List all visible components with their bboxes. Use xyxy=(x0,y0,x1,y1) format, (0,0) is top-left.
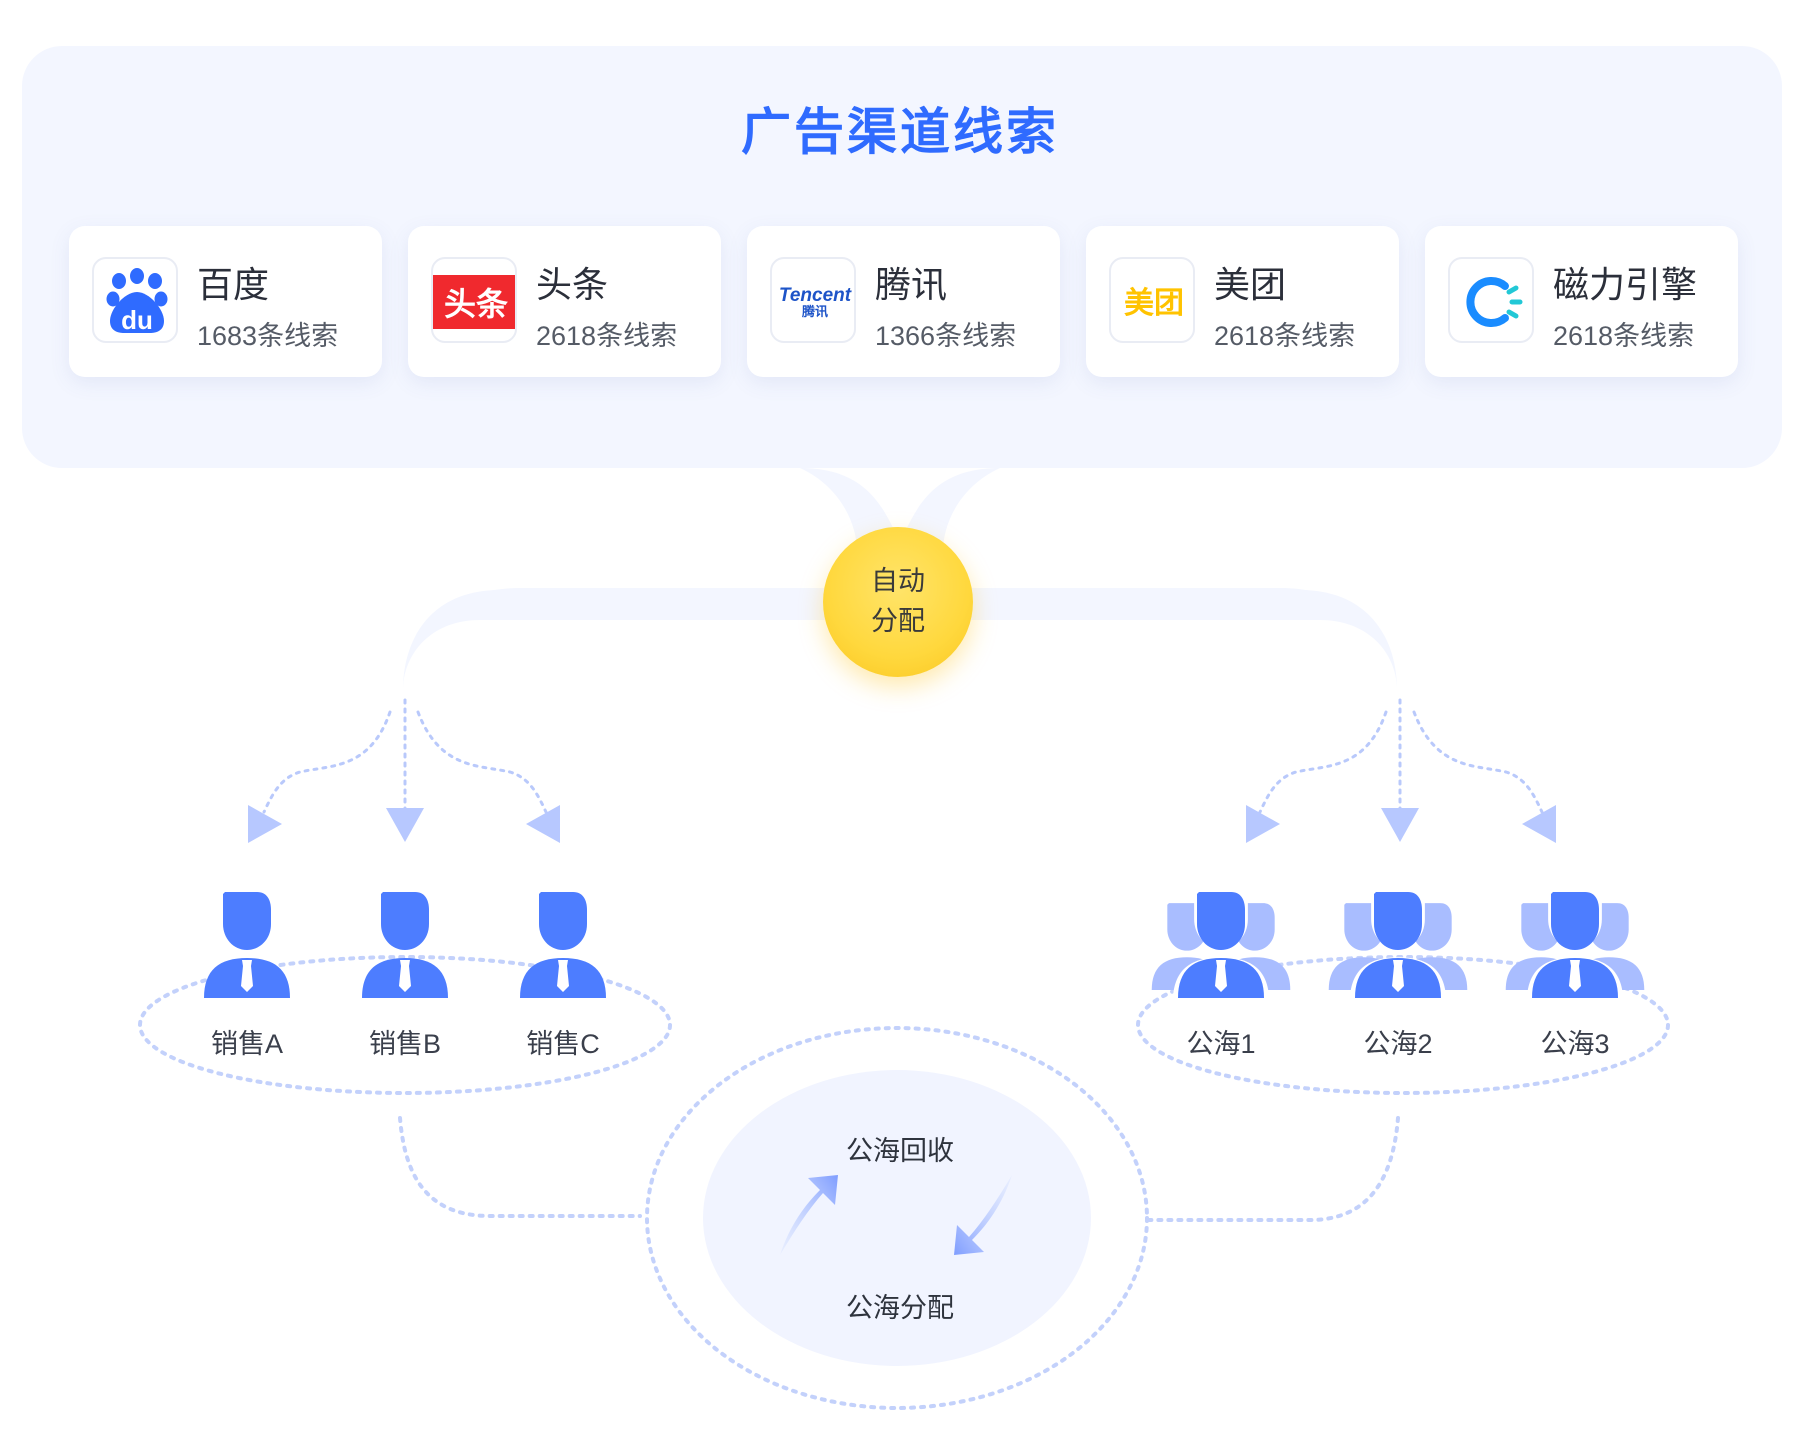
right-distribution-lines xyxy=(1258,698,1544,817)
user-group-icon xyxy=(1151,883,1291,1002)
recycle-arrow-up-icon xyxy=(780,1175,838,1255)
funnel-band-right xyxy=(905,468,1397,690)
arrowhead-pool-1 xyxy=(1246,805,1280,843)
channel-card-magnetic-engine[interactable]: 磁力引擎 2618条线索 xyxy=(1425,226,1738,377)
arrowhead-sales-a xyxy=(248,805,282,843)
channel-name: 头条 xyxy=(536,264,609,305)
arrowhead-pool-3 xyxy=(1522,805,1556,843)
arrowhead-sales-c xyxy=(526,805,560,843)
channel-card-tencent[interactable]: Tencent 腾讯 腾讯 1366条线索 xyxy=(747,226,1060,377)
hub-label-line1: 自动 xyxy=(871,566,925,596)
distribution-band xyxy=(403,588,1397,690)
channel-lead-count: 2618条线索 xyxy=(1214,321,1356,351)
funnel-band xyxy=(403,468,895,690)
meituan-logo-icon: 美团 xyxy=(1109,257,1195,343)
page-title: 广告渠道线索 xyxy=(741,104,1059,160)
svg-text:美团: 美团 xyxy=(1124,286,1184,321)
left-distribution-lines xyxy=(262,698,548,817)
sales-group-ellipse xyxy=(138,955,672,1095)
hub-label-line2: 分配 xyxy=(871,606,925,636)
toutiao-logo-icon: 头条 xyxy=(431,257,517,343)
sales-label-a: 销售A xyxy=(210,1029,283,1059)
channel-card-toutiao[interactable]: 头条 头条 2618条线索 xyxy=(408,226,721,377)
sales-label-c: 销售C xyxy=(526,1029,600,1059)
channel-name: 百度 xyxy=(197,264,270,305)
cycle-inner xyxy=(703,1070,1091,1366)
channel-name: 美团 xyxy=(1214,264,1287,305)
channel-lead-count: 2618条线索 xyxy=(1553,321,1695,351)
distribution-arrowheads xyxy=(248,805,1556,843)
user-group-icon xyxy=(1328,883,1468,1002)
arrowhead-pool-2 xyxy=(1381,808,1419,842)
sales-to-cycle-connector xyxy=(398,1116,642,1218)
salesperson-icon xyxy=(362,892,448,998)
pool-label-2: 公海2 xyxy=(1363,1029,1433,1059)
channel-name: 磁力引擎 xyxy=(1553,264,1698,305)
cycle-assign-label: 公海分配 xyxy=(846,1293,954,1323)
pool-label-3: 公海3 xyxy=(1540,1029,1610,1059)
channel-card-baidu[interactable]: du 百度 1683条线索 xyxy=(69,226,382,377)
pool-group-ellipse xyxy=(1136,955,1670,1095)
cycle-outer-ring xyxy=(645,1026,1149,1410)
assign-arrow-down-icon xyxy=(954,1175,1012,1255)
svg-text:腾讯: 腾讯 xyxy=(801,304,828,320)
tencent-logo-icon: Tencent 腾讯 xyxy=(770,257,856,343)
pool-to-cycle-connector xyxy=(1144,1116,1400,1222)
baidu-logo-icon: du xyxy=(92,257,178,343)
channel-lead-count: 1366条线索 xyxy=(875,321,1017,351)
svg-text:Tencent: Tencent xyxy=(779,285,852,306)
magnetic-engine-logo-icon xyxy=(1448,257,1534,343)
svg-text:du: du xyxy=(121,305,153,335)
pool-label-1: 公海1 xyxy=(1186,1029,1256,1059)
user-group-icon xyxy=(1505,883,1645,1002)
arrowhead-sales-b xyxy=(386,808,424,842)
cycle-recycle-label: 公海回收 xyxy=(846,1136,954,1166)
auto-assign-hub: 自动 分配 xyxy=(823,527,973,677)
svg-text:头条: 头条 xyxy=(444,285,508,323)
channel-name: 腾讯 xyxy=(875,264,948,305)
sales-label-b: 销售B xyxy=(368,1029,441,1059)
channel-lead-count: 2618条线索 xyxy=(536,321,678,351)
salesperson-icon xyxy=(520,892,606,998)
channel-card-meituan[interactable]: 美团 美团 2618条线索 xyxy=(1086,226,1399,377)
channel-lead-count: 1683条线索 xyxy=(197,321,339,351)
salesperson-icon xyxy=(204,892,290,998)
